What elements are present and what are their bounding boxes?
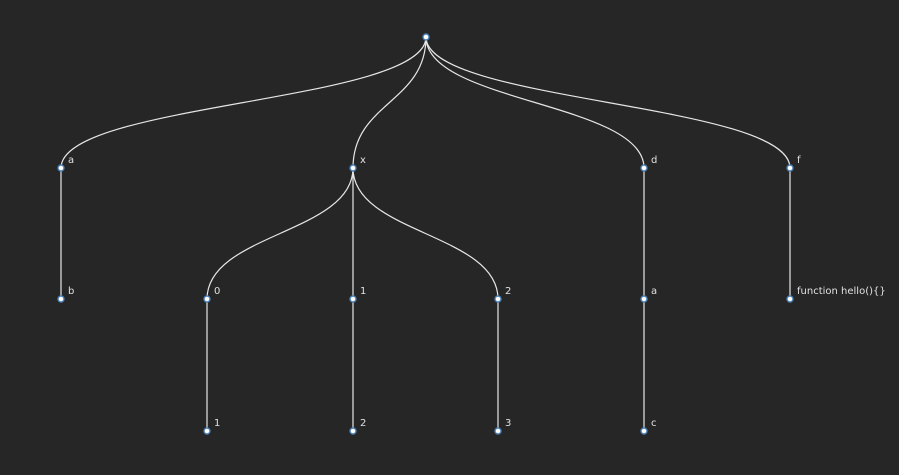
tree-link — [352, 36, 427, 169]
tree-node[interactable]: 1 — [349, 286, 366, 303]
node-dot[interactable] — [494, 295, 502, 303]
tree-node[interactable]: 0 — [203, 286, 220, 303]
node-dot[interactable] — [786, 295, 794, 303]
node-dot[interactable] — [203, 427, 211, 435]
node-label: 3 — [505, 418, 511, 429]
tree-node[interactable]: function hello(){} — [786, 286, 886, 303]
tree-node[interactable]: 2 — [494, 286, 511, 303]
tree-node[interactable]: d — [640, 155, 657, 172]
node-dot[interactable] — [640, 295, 648, 303]
node-dot[interactable] — [349, 295, 357, 303]
node-dot[interactable] — [203, 295, 211, 303]
tree-node[interactable]: f — [786, 155, 801, 172]
node-label: d — [651, 155, 657, 166]
node-label: c — [651, 418, 657, 429]
node-label: a — [68, 155, 74, 166]
tree-link — [425, 36, 645, 169]
node-label: function hello(){} — [797, 286, 886, 297]
tree-node[interactable]: a — [640, 286, 657, 303]
node-label: a — [651, 286, 657, 297]
node-label: 1 — [360, 286, 366, 297]
tree-links — [60, 36, 791, 431]
tree-node[interactable]: 1 — [203, 418, 220, 435]
node-dot[interactable] — [786, 164, 794, 172]
tree-link — [352, 167, 499, 300]
node-dot[interactable] — [349, 427, 357, 435]
node-label: 0 — [214, 286, 220, 297]
node-label: 2 — [505, 286, 511, 297]
tree-node[interactable]: 3 — [494, 418, 511, 435]
node-label: f — [797, 155, 801, 166]
tree-link — [206, 167, 354, 300]
tree-root-node[interactable] — [422, 33, 430, 41]
node-dot[interactable] — [57, 164, 65, 172]
node-dot[interactable] — [349, 164, 357, 172]
node-dot[interactable] — [494, 427, 502, 435]
node-dot[interactable] — [640, 164, 648, 172]
tree-node[interactable]: x — [349, 155, 366, 172]
tree-node[interactable]: 2 — [349, 418, 366, 435]
tree-node[interactable]: c — [640, 418, 657, 435]
tree-node[interactable]: b — [57, 286, 74, 303]
node-label: 1 — [214, 418, 220, 429]
node-label: x — [360, 155, 366, 166]
node-dot[interactable] — [640, 427, 648, 435]
tree-link — [60, 36, 427, 169]
node-dot[interactable] — [57, 295, 65, 303]
tree-nodes: b a 1 0 2 1 3 2 x c a d function hello(){} f — [57, 33, 886, 435]
node-dot[interactable] — [422, 33, 430, 41]
node-label: b — [68, 286, 74, 297]
tree-node[interactable]: a — [57, 155, 74, 172]
node-label: 2 — [360, 418, 366, 429]
tree-link — [425, 36, 791, 169]
